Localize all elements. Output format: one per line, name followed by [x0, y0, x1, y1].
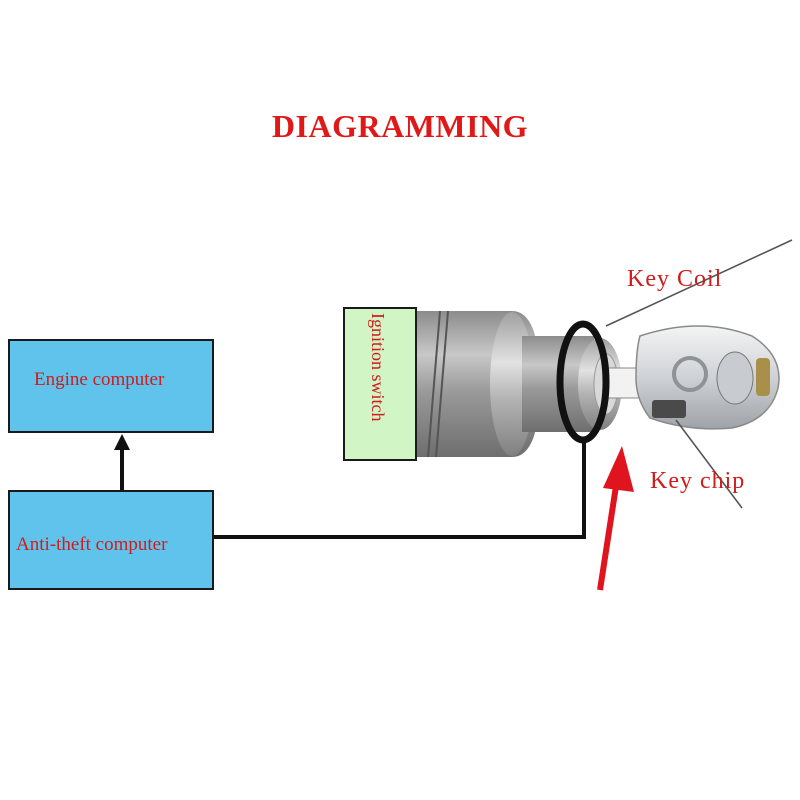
- transponder-key: [603, 325, 780, 430]
- engine-computer-label: Engine computer: [34, 369, 165, 390]
- ignition-switch-label: Ignition switch: [368, 313, 388, 422]
- red-pointer-arrowhead: [603, 446, 634, 492]
- key-chip: [652, 400, 686, 418]
- anti-theft-computer-label: Anti-theft computer: [16, 534, 168, 555]
- key-ring-hole: [672, 356, 708, 392]
- engine-arrowhead: [114, 434, 130, 450]
- key-battery: [756, 358, 770, 396]
- key-logo: [716, 351, 754, 405]
- key-chip-label: Key chip: [650, 468, 746, 494]
- anti-theft-computer-block: Anti-theft computer: [8, 490, 214, 590]
- key-chip-leader-line: [675, 419, 743, 509]
- antitheft-to-coil-wire: [214, 438, 586, 539]
- engine-computer-block: Engine computer: [8, 339, 214, 433]
- key-coil-leader-line: [605, 239, 793, 327]
- cylinder-break-mark: [427, 310, 449, 458]
- key-coil-label: Key Coil: [627, 266, 723, 292]
- red-pointer-shaft: [597, 485, 619, 591]
- ignition-switch-block: Ignition switch: [343, 307, 417, 461]
- page-title: DIAGRAMMING: [271, 108, 529, 144]
